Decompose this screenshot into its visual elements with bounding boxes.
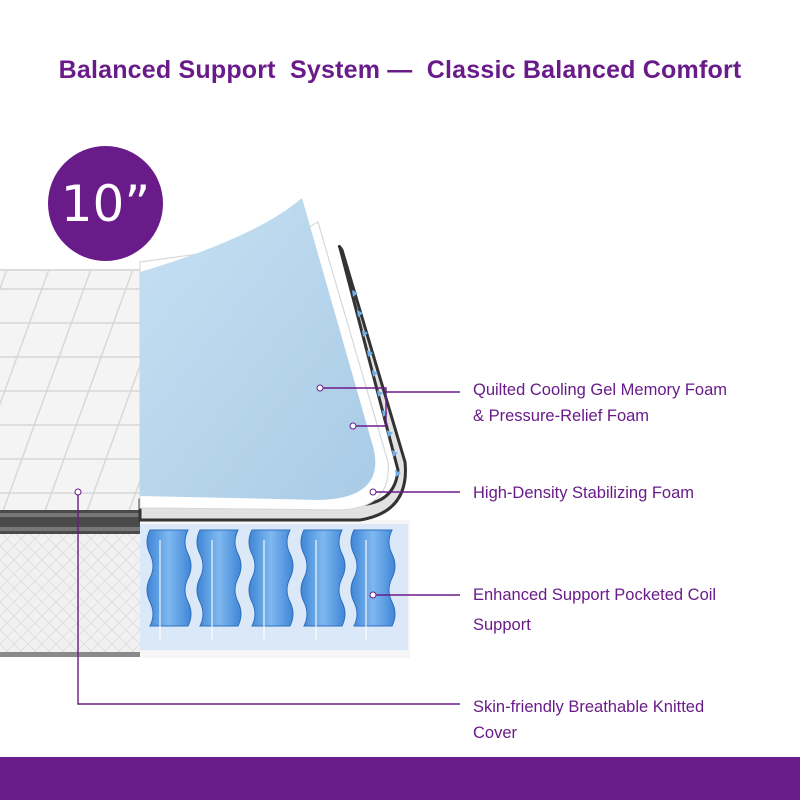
- label-gel-memory-foam: Quilted Cooling Gel Memory Foam & Pressu…: [473, 381, 728, 425]
- stabilizing-foam-layer: [138, 244, 407, 522]
- pocketed-coil-layer: [140, 524, 408, 650]
- mattress-top-panel: [0, 269, 140, 510]
- label-knitted-cover: Skin-friendly Breathable Knitted Cover: [473, 698, 705, 742]
- footer-bar: [0, 757, 800, 800]
- leader-lines: [77, 387, 460, 705]
- thickness-badge: 10”: [48, 146, 163, 261]
- page-title: Balanced Support System — Classic Balanc…: [58, 56, 742, 84]
- label-stabilizing-foam: High-Density Stabilizing Foam: [473, 484, 695, 502]
- gel-memory-foam-layer: [140, 198, 376, 500]
- label-pocketed-coil: Enhanced Support Pocketed Coil Support: [473, 586, 717, 634]
- thickness-value: 10”: [60, 174, 151, 233]
- mattress-side-cover: [0, 534, 140, 657]
- leader-dots: [74, 384, 377, 599]
- mattress-border-band: [0, 510, 140, 534]
